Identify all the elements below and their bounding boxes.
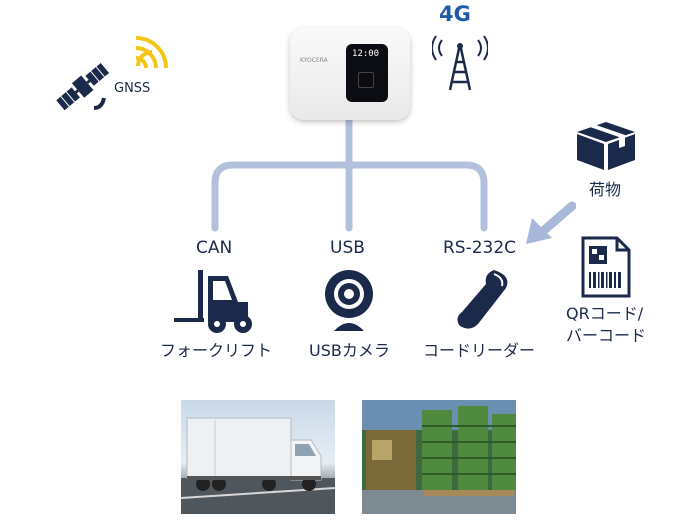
qr-label-line2: バーコード — [566, 326, 647, 345]
forklift-icon — [174, 270, 252, 333]
cargo-label: 荷物 — [589, 180, 622, 199]
code-reader-label: コードリーダー — [423, 341, 536, 360]
network-label: 4G — [439, 2, 471, 26]
truck-photo — [181, 400, 335, 514]
qr-label-line1: QRコード/ — [566, 304, 644, 323]
arrow-icon — [526, 201, 576, 244]
antenna-tower-icon — [432, 35, 488, 91]
device-time: 12:00 — [352, 49, 380, 59]
can-label: CAN — [196, 238, 233, 258]
signal-waves-icon — [135, 36, 168, 69]
usb-camera-label: USBカメラ — [309, 341, 390, 360]
device-screen: 12:00 — [346, 44, 388, 102]
forklift-label: フォークリフト — [160, 341, 273, 360]
code-reader-icon — [457, 270, 508, 329]
usb-label: USB — [330, 238, 365, 258]
usb-camera-icon — [325, 270, 373, 331]
device-brand: KYOCERA — [300, 57, 328, 64]
rs232c-label: RS-232C — [443, 238, 517, 258]
qr-barcode-icon — [581, 236, 631, 298]
gnss-label: GNSS — [114, 81, 151, 96]
satellite-icon — [56, 62, 110, 111]
cargo-box-icon — [577, 122, 635, 170]
kyocera-device: KYOCERA 12:00 — [290, 28, 410, 120]
device-button — [358, 72, 374, 88]
warehouse-photo — [362, 400, 516, 514]
